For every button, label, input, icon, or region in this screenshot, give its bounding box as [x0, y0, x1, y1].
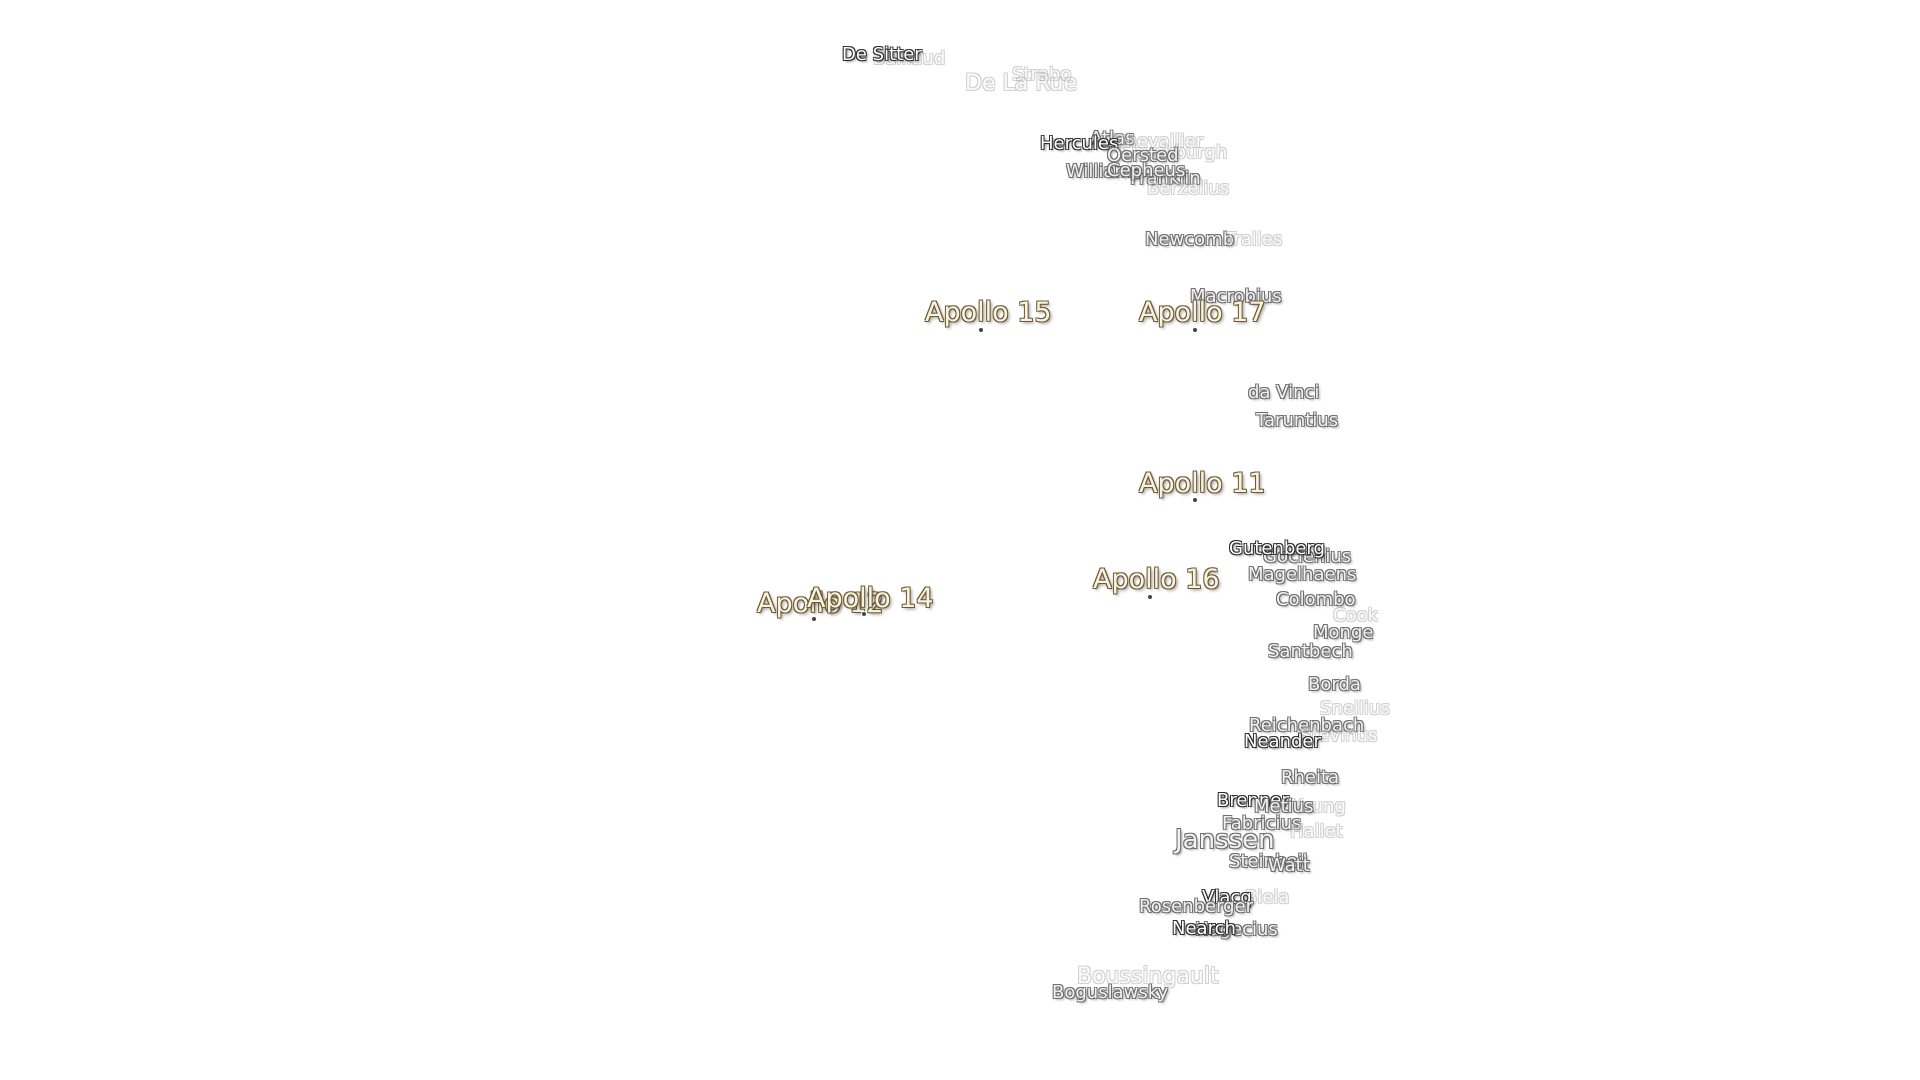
landing-site-marker[interactable]: [1193, 328, 1197, 332]
crater-label[interactable]: Janssen: [1175, 825, 1275, 855]
crater-label[interactable]: Brenner: [1217, 790, 1289, 811]
landing-site-marker[interactable]: [812, 617, 816, 621]
crater-label[interactable]: Taruntius: [1256, 410, 1339, 431]
apollo-site-label[interactable]: Apollo 15: [925, 297, 1052, 328]
crater-label[interactable]: Hallet: [1290, 821, 1343, 842]
crater-label[interactable]: Watt: [1268, 855, 1310, 876]
crater-label[interactable]: Santbech: [1268, 641, 1353, 662]
crater-label[interactable]: Goclenius: [1263, 546, 1352, 567]
crater-label[interactable]: Oersted: [1107, 145, 1179, 166]
crater-label[interactable]: Neander: [1244, 731, 1321, 752]
crater-label[interactable]: Baillaud: [873, 48, 946, 69]
landing-site-marker[interactable]: [979, 328, 983, 332]
crater-label[interactable]: Cook: [1333, 605, 1379, 626]
crater-label[interactable]: De Sitter: [842, 44, 922, 65]
crater-label[interactable]: Berzelius: [1147, 178, 1230, 199]
crater-label[interactable]: Snellius: [1320, 698, 1390, 719]
crater-label[interactable]: Reichenbach: [1249, 715, 1365, 736]
apollo-site-label[interactable]: Apollo 14: [807, 583, 934, 614]
crater-label[interactable]: Gutenberg: [1229, 538, 1325, 559]
crater-label[interactable]: Metius: [1254, 796, 1314, 817]
crater-label[interactable]: Shuckburgh: [1120, 142, 1228, 163]
crater-label[interactable]: Rosenberger: [1139, 896, 1254, 917]
crater-label[interactable]: Williams: [1066, 161, 1142, 182]
crater-label[interactable]: Atlas: [1090, 128, 1135, 149]
crater-label[interactable]: Stevinus: [1300, 725, 1378, 746]
crater-label[interactable]: Borda: [1308, 674, 1361, 695]
crater-label[interactable]: Newcomb: [1145, 229, 1235, 250]
apollo-site-label[interactable]: Apollo 17: [1139, 297, 1266, 328]
crater-label[interactable]: Colombo: [1276, 589, 1356, 610]
crater-label[interactable]: Strabo: [1012, 64, 1072, 85]
apollo-site-label[interactable]: Apollo 11: [1139, 468, 1266, 499]
crater-label[interactable]: Magelhaens: [1248, 564, 1357, 585]
crater-label[interactable]: Vlacq: [1202, 887, 1252, 908]
landing-site-marker[interactable]: [862, 612, 866, 616]
crater-label[interactable]: Nearch: [1172, 918, 1236, 939]
crater-label[interactable]: Franklin: [1130, 168, 1201, 189]
crater-label[interactable]: Young: [1292, 796, 1346, 817]
crater-label[interactable]: Chevallier: [1113, 131, 1204, 152]
crater-label[interactable]: Fabricius: [1222, 813, 1302, 834]
apollo-site-label[interactable]: Apollo 16: [1093, 564, 1220, 595]
landing-site-marker[interactable]: [1193, 498, 1197, 502]
crater-label[interactable]: Hagecius: [1195, 919, 1278, 940]
crater-label[interactable]: Monge: [1313, 622, 1374, 643]
crater-label[interactable]: Tralles: [1225, 229, 1283, 250]
crater-label[interactable]: Steinheil: [1229, 851, 1308, 872]
crater-label[interactable]: Macrobius: [1190, 286, 1282, 307]
crater-label[interactable]: Cepheus: [1107, 160, 1186, 181]
landing-site-marker[interactable]: [1148, 595, 1152, 599]
crater-label[interactable]: Rheita: [1281, 767, 1340, 788]
crater-label[interactable]: De La Rue: [965, 71, 1077, 96]
crater-label[interactable]: Boussingault: [1077, 964, 1219, 989]
crater-label[interactable]: Hercules: [1040, 133, 1119, 154]
crater-label[interactable]: Boguslawsky: [1052, 982, 1169, 1003]
crater-label[interactable]: Biela: [1245, 887, 1290, 908]
crater-label[interactable]: da Vinci: [1248, 382, 1320, 403]
